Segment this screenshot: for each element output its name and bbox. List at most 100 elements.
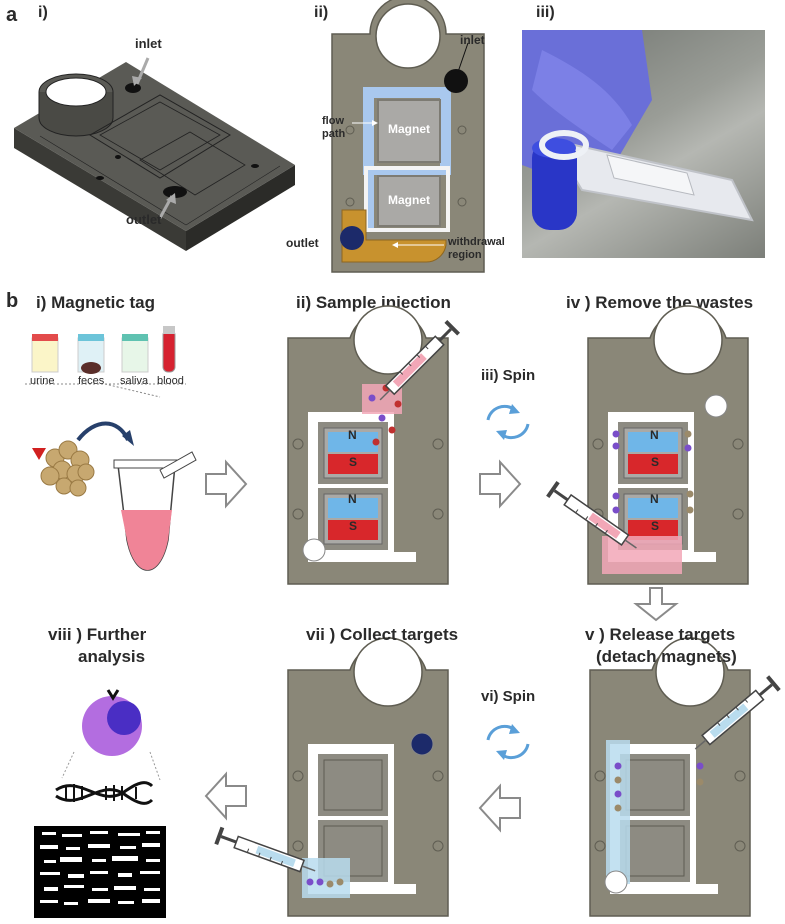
a-ii-flow-path-label: flow path [322, 115, 346, 140]
step-viii-title-2: analysis [78, 647, 146, 666]
magnet-s-4: S [651, 519, 660, 533]
bead [612, 430, 620, 438]
bead [684, 430, 692, 438]
screw-hole [594, 770, 606, 782]
chip-ring [353, 305, 423, 375]
step-viii-title-1: viii ) Further [48, 625, 147, 644]
screw-hole [292, 508, 304, 520]
sample-saliva: saliva [120, 375, 149, 387]
a-ii-withdrawal-label: withdrawal region [448, 236, 505, 261]
chamber-empty [625, 825, 685, 877]
bead [382, 384, 390, 392]
chamber [620, 754, 690, 816]
magnet-n-1: N [348, 428, 357, 442]
chip-channel [610, 744, 718, 894]
sample-blood: blood [157, 375, 184, 387]
bead [388, 426, 396, 434]
bead [394, 400, 402, 408]
bead [326, 880, 334, 888]
panel-a-i-label: i) [38, 4, 48, 21]
bead [614, 804, 622, 812]
inlet-hole [410, 732, 434, 756]
screw-hole [732, 438, 744, 450]
panel-a-iii-label: iii) [536, 4, 555, 21]
screw-hole [432, 508, 444, 520]
outlet-hole [604, 870, 628, 894]
step-v-title-2: (detach magnets) [596, 647, 737, 666]
chamber [620, 820, 690, 882]
bead [336, 878, 344, 886]
magnet-n-3: N [650, 428, 659, 442]
step-i-title: i) Magnetic tag [36, 293, 156, 312]
chip-channel [608, 412, 716, 562]
chamber-empty [323, 759, 383, 811]
bead [316, 878, 324, 886]
chip-body [589, 641, 751, 917]
magnet-s-3: S [651, 455, 660, 469]
magnet-n-4: N [650, 492, 659, 506]
fluid-region [602, 536, 682, 574]
step-iv-title: iv ) Remove the wastes [566, 293, 754, 312]
panel-a-ii-label: ii) [314, 4, 329, 21]
bead [612, 506, 620, 514]
syringe [214, 826, 316, 873]
syringe [379, 319, 461, 401]
screw-hole [432, 770, 444, 782]
a-i-inlet-label: inlet [135, 36, 162, 51]
bead [614, 762, 622, 770]
fluid-region [606, 740, 630, 884]
panel-b-label: b [6, 290, 19, 312]
a-ii-magnet-1-label: Magnet [388, 122, 430, 136]
sample-urine: urine [30, 375, 55, 387]
panel-a-label: a [6, 4, 18, 26]
chip-body [587, 309, 749, 585]
magnet-s-2: S [349, 519, 358, 533]
screw-hole [734, 840, 746, 852]
step-iii-title: iii) Spin [481, 367, 536, 384]
bead [306, 878, 314, 886]
chamber-empty [625, 759, 685, 811]
chip-ring [353, 637, 423, 707]
a-ii-outlet-label: outlet [286, 236, 319, 250]
chamber-empty [323, 825, 383, 877]
bead [684, 444, 692, 452]
outlet-hole [302, 538, 326, 562]
fluid-region [302, 858, 350, 898]
device-photo [522, 30, 765, 258]
syringe [694, 675, 781, 750]
magnet-n-2: N [348, 492, 357, 506]
inlet-hole [704, 394, 728, 418]
bead [686, 506, 694, 514]
chip-channel [308, 744, 416, 894]
screw-hole [432, 438, 444, 450]
bead [612, 442, 620, 450]
bead [696, 762, 704, 770]
bead [368, 394, 376, 402]
screw-hole [732, 508, 744, 520]
chamber [318, 754, 388, 816]
bead [614, 776, 622, 784]
screw-hole [594, 840, 606, 852]
screw-hole [592, 438, 604, 450]
screw-hole [292, 840, 304, 852]
syringe [546, 481, 637, 549]
a-ii-inlet-label: inlet [460, 33, 485, 47]
magnet-s-1: S [349, 455, 358, 469]
bead [696, 778, 704, 786]
screw-hole [292, 770, 304, 782]
step-vi-title: vi) Spin [481, 688, 536, 705]
step-ii-title: ii) Sample injection [296, 293, 451, 312]
screw-hole [592, 508, 604, 520]
a-i-outlet-label: outlet [126, 212, 162, 227]
screw-hole [292, 438, 304, 450]
a-ii-magnet-2-label: Magnet [388, 193, 430, 207]
chip-ring [653, 305, 723, 375]
bead [614, 790, 622, 798]
fluid-region [362, 384, 402, 414]
chamber [318, 820, 388, 882]
step-vii-title: vii ) Collect targets [306, 625, 459, 644]
chip-body [287, 641, 449, 917]
screw-hole [734, 770, 746, 782]
bead [612, 492, 620, 500]
screw-hole [432, 840, 444, 852]
